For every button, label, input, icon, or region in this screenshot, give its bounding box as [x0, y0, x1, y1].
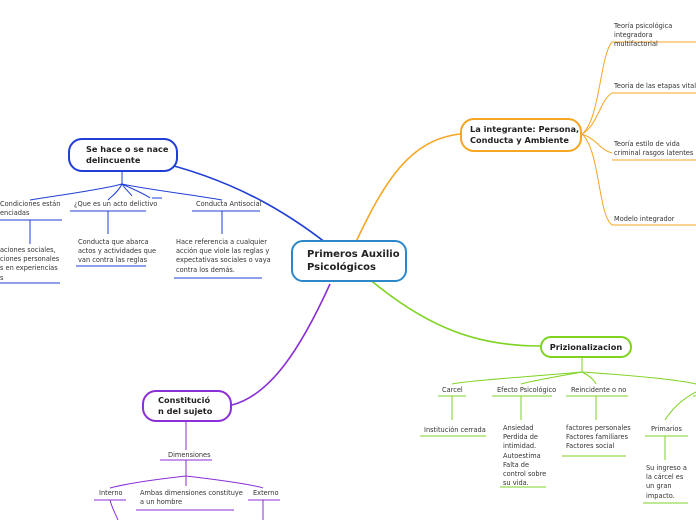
detail-efecto-psicologico[interactable]: Ansiedad Perdida de intimidad. Autoestim…	[503, 424, 547, 488]
green-subconnectors	[420, 356, 696, 504]
topic-label: Constitució n del sujeto	[158, 395, 213, 416]
branch-line-orange	[354, 133, 461, 245]
detail-primarios[interactable]: Su ingreso a la cárcel es un gran impact…	[646, 464, 687, 500]
subtopic-externo[interactable]: Externo	[253, 489, 279, 497]
branch-line-green	[367, 277, 541, 347]
subtopic-interno[interactable]: Interno	[99, 489, 123, 497]
detail-acto-delictivo[interactable]: Conducta que abarca actos y actividades …	[78, 238, 157, 265]
topic-se-hace-o-se-nace[interactable]: Se hace o se nace delincuente	[68, 138, 178, 172]
branch-line-purple	[231, 283, 331, 406]
topic-label: Se hace o se nace delincuente	[86, 144, 169, 165]
subtopic-condiciones[interactable]: Condiciones están enciadas	[0, 200, 61, 218]
subtopic-modelo-integrador[interactable]: Modelo integrador	[614, 215, 675, 223]
topic-prizionalizacion[interactable]: Prizionalizacion	[540, 336, 632, 358]
subtopic-dimensiones[interactable]: Dimensiones	[168, 451, 211, 459]
subtopic-ambas-dimensiones[interactable]: Ambas dimensiones constituye a un hombre	[140, 489, 243, 507]
subtopic-carcel[interactable]: Carcel	[442, 386, 463, 394]
orange-subconnectors	[581, 41, 696, 226]
central-topic[interactable]: Primeros Auxilio Psicológicos	[291, 240, 407, 282]
subtopic-acto-delictivo[interactable]: ¿Que es un acto delictivo	[74, 200, 158, 208]
topic-label: La integrante: Persona, Conducta y Ambie…	[470, 124, 580, 145]
topic-label: Prizionalizacion	[549, 342, 623, 352]
detail-conducta-antisocial[interactable]: Hace referencia a cualquier acción que v…	[176, 238, 271, 274]
detail-reincidente[interactable]: factores personales Factores familiares …	[566, 424, 631, 451]
detail-carcel[interactable]: Institución cerrada	[424, 426, 486, 434]
purple-subconnectors	[94, 418, 280, 520]
topic-la-integrante[interactable]: La integrante: Persona, Conducta y Ambie…	[460, 118, 582, 152]
topic-constitucion-del-sujeto[interactable]: Constitució n del sujeto	[142, 390, 232, 422]
subtopic-reincidente[interactable]: Reincidente o no	[571, 386, 627, 394]
central-topic-label: Primeros Auxilio Psicológicos	[307, 249, 400, 273]
blue-subconnectors	[0, 172, 262, 284]
subtopic-estilo-de-vida[interactable]: Teoría estilo de vida criminal rasgos la…	[614, 140, 694, 158]
subtopic-etapas-vitales[interactable]: Teoria de las etapas vitales	[614, 82, 696, 90]
subtopic-primarios[interactable]: Primarios	[651, 425, 682, 433]
subtopic-efecto-psicologico[interactable]: Efecto Psicológico	[497, 386, 557, 394]
subtopic-conducta-antisocial[interactable]: Conducta Antisocial	[196, 200, 262, 208]
detail-condiciones[interactable]: aciones sociales, ciones personales s en…	[0, 246, 60, 282]
subtopic-teoria-psicologica[interactable]: Teoría psicológica integradora multifact…	[614, 22, 673, 49]
